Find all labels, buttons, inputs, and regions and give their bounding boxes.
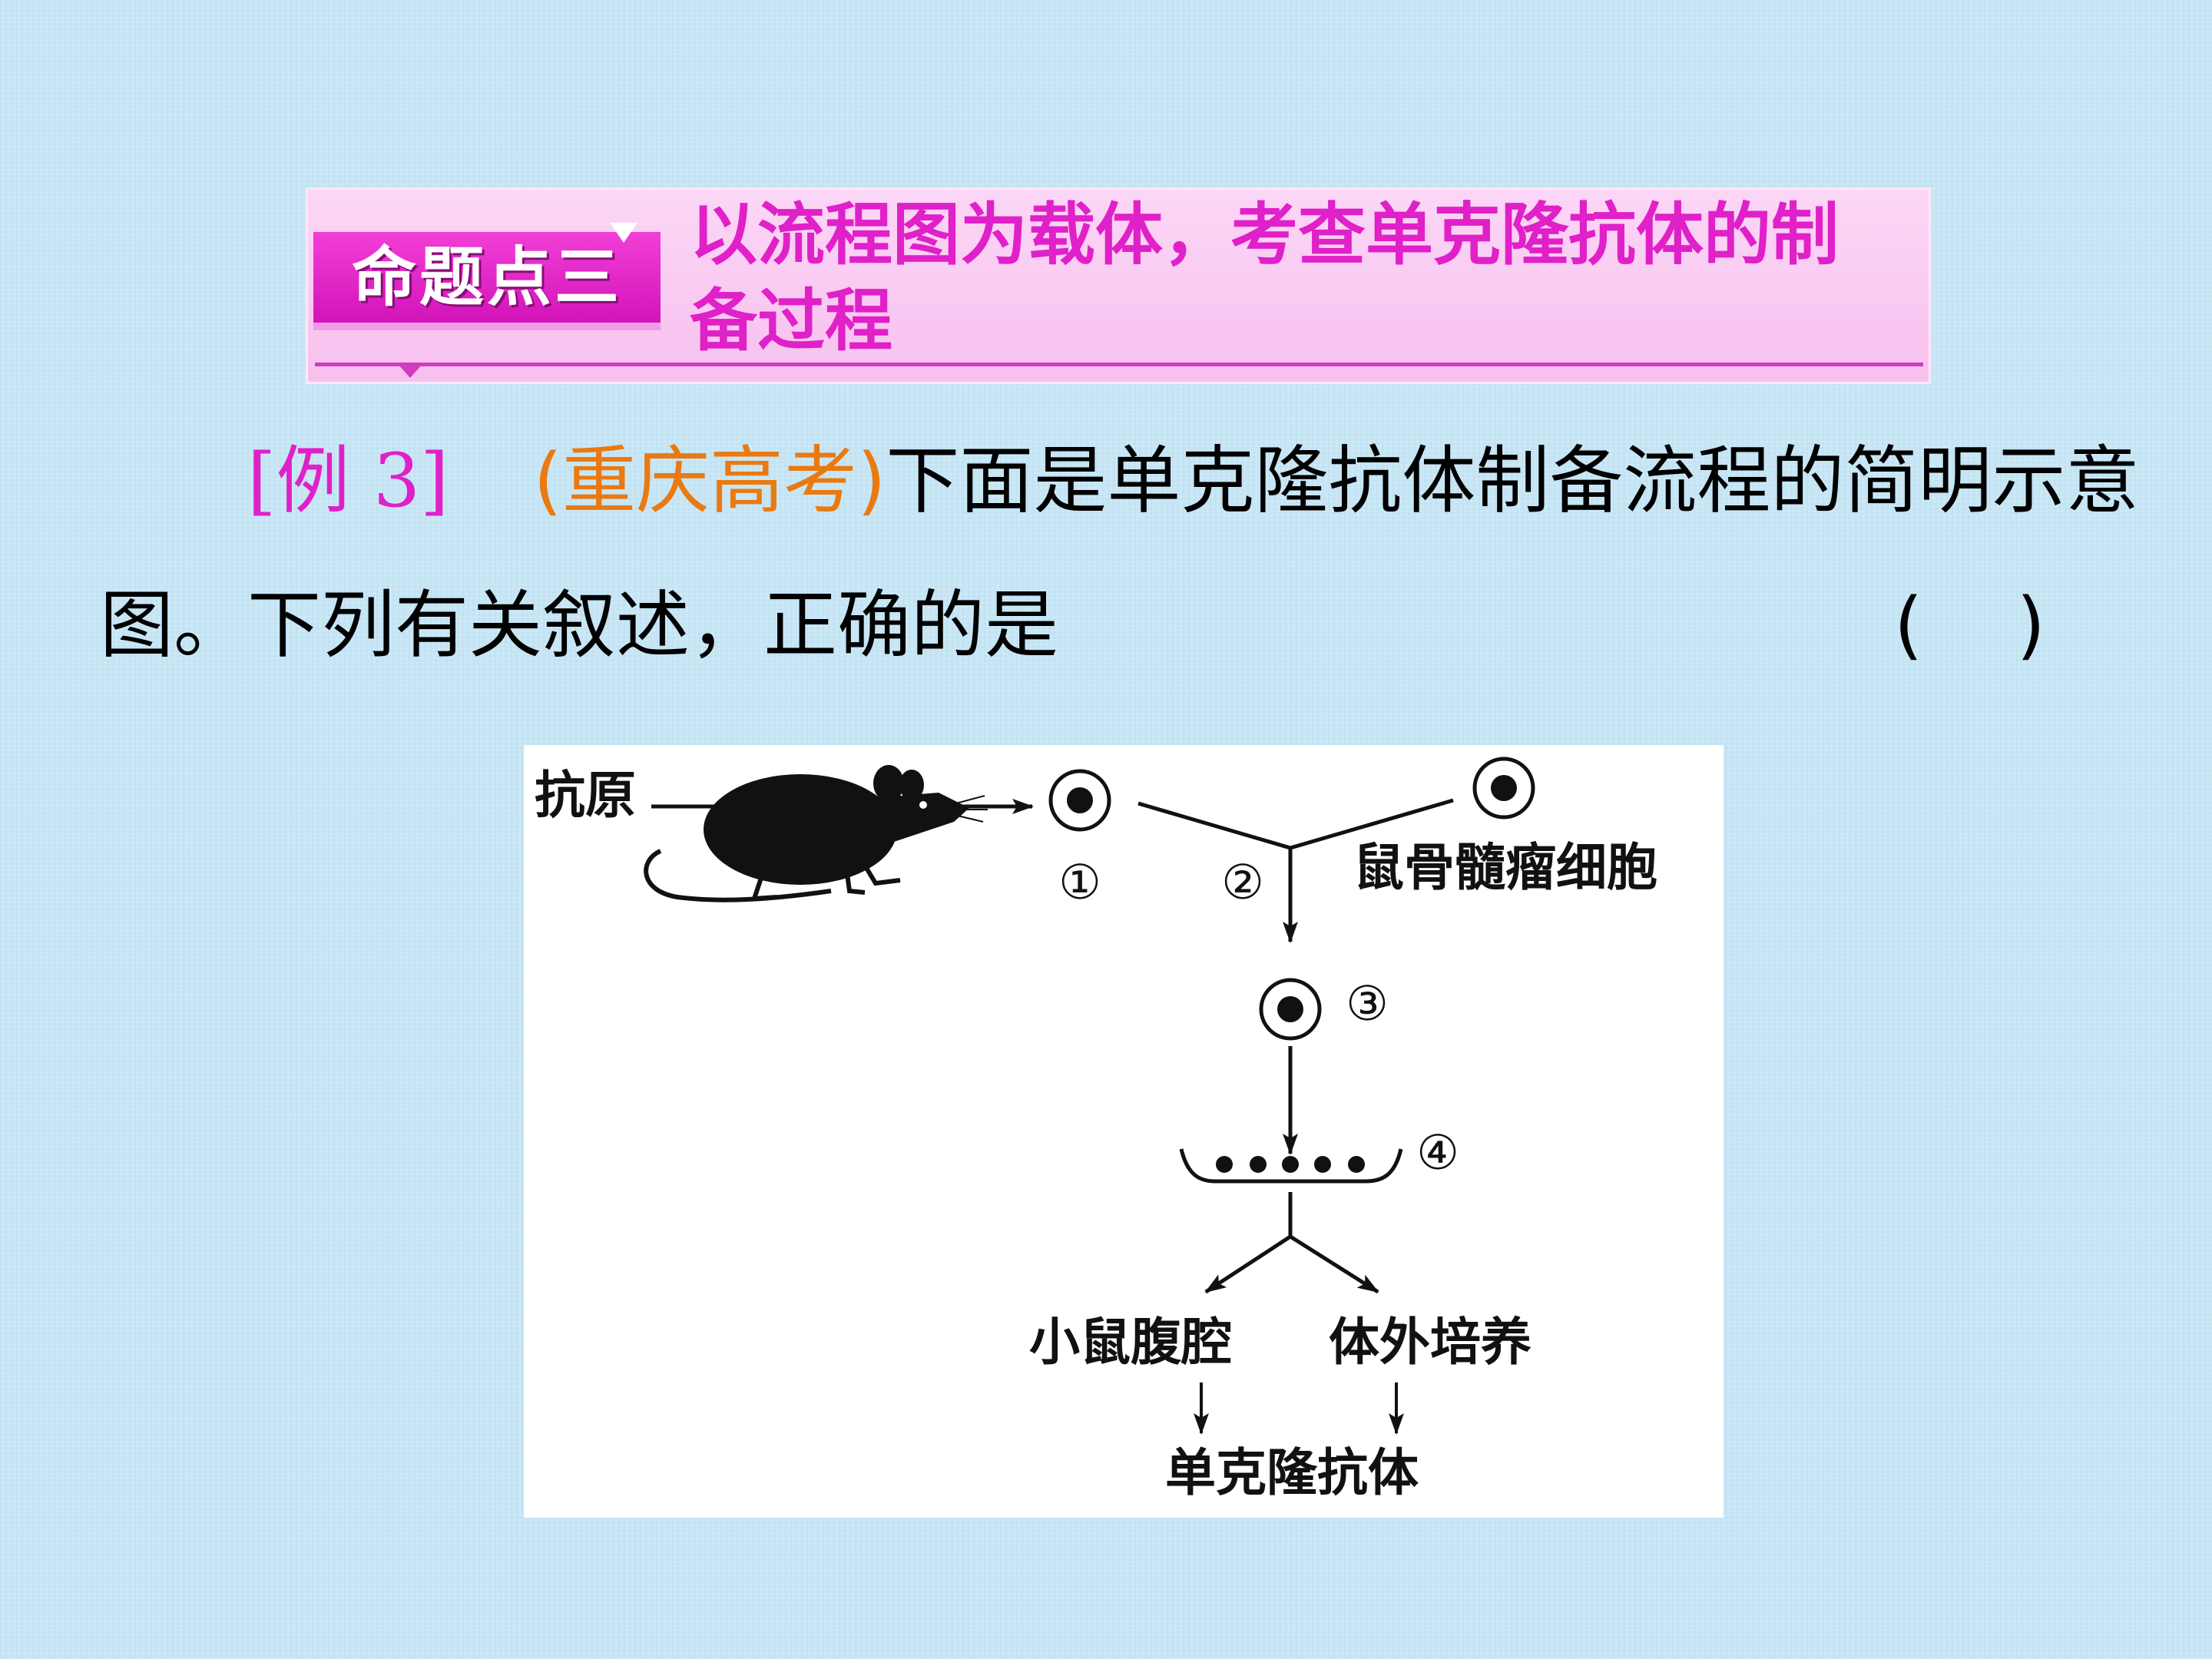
branch-left-label: 小鼠腹腔 <box>1029 1313 1232 1372</box>
flow-diagram-svg: 抗原 ① 鼠骨髓瘤细胞 <box>535 757 1657 1502</box>
fusion-line-right <box>1290 798 1454 850</box>
product-label: 单克隆抗体 <box>1165 1443 1419 1502</box>
answer-blank: ( ) <box>1894 582 2045 668</box>
topic-tag: 命题点三 <box>313 232 661 330</box>
tag-triangle-icon <box>610 223 637 243</box>
question-text-line-1: 下面是单克隆抗体制备流程的简明示意 <box>886 438 2140 524</box>
topic-notch <box>398 364 422 378</box>
myeloma-cell-icon <box>1472 757 1535 820</box>
culture-dish-icon <box>1179 1148 1403 1184</box>
step-4-label: ④ <box>1416 1124 1459 1181</box>
branch-right-label: 体外培养 <box>1329 1313 1532 1372</box>
arrow-branch-left <box>1204 1234 1292 1294</box>
topic-underline <box>315 363 1923 366</box>
example-label: [例 3] <box>247 438 449 524</box>
question-line-1: [例 3] (重庆高考)下面是单克隆抗体制备流程的简明示意 <box>247 409 2139 553</box>
question-line-2: 图。下列有关叙述，正确的是 <box>100 582 1058 668</box>
topic-title: 以流程图为载体，考查单克隆抗体的制备过程 <box>690 195 1839 360</box>
cell-icon <box>1048 769 1111 832</box>
hybridoma-cell-icon <box>1259 978 1322 1041</box>
arrow-branch-right <box>1289 1234 1379 1294</box>
fusion-line-left <box>1137 801 1291 850</box>
step-1-label: ① <box>1058 854 1101 910</box>
question-source: (重庆高考) <box>533 438 886 524</box>
antigen-label: 抗原 <box>535 766 636 825</box>
step-3-label: ③ <box>1346 975 1389 1031</box>
myeloma-label: 鼠骨髓瘤细胞 <box>1353 838 1657 897</box>
step-2-label: ② <box>1221 854 1264 910</box>
mouse-icon <box>644 765 988 902</box>
flow-diagram: 抗原 ① 鼠骨髓瘤细胞 <box>524 745 1724 1518</box>
